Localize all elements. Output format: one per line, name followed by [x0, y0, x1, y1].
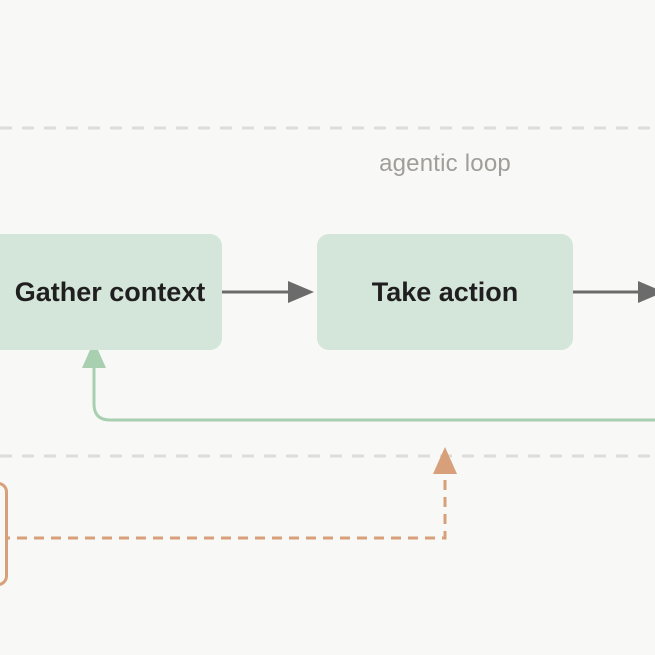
- gather-context-label: Gather context: [14, 276, 206, 307]
- take-action-label: Take action: [371, 276, 519, 307]
- arrowhead-action-to-next: [638, 281, 655, 303]
- loop-label: agentic loop: [379, 150, 511, 177]
- offscreen-orange-node: [0, 482, 8, 586]
- arrowhead-gather-to-action: [288, 281, 314, 303]
- dashed-orange-path: [0, 474, 447, 540]
- dashed-orange-arrowhead: [433, 447, 457, 474]
- feedback-loop-arrowhead: [82, 341, 106, 368]
- gather-context-node: Gather context: [0, 234, 222, 350]
- feedback-loop-arrow: [92, 366, 655, 422]
- take-action-node: Take action: [317, 234, 573, 350]
